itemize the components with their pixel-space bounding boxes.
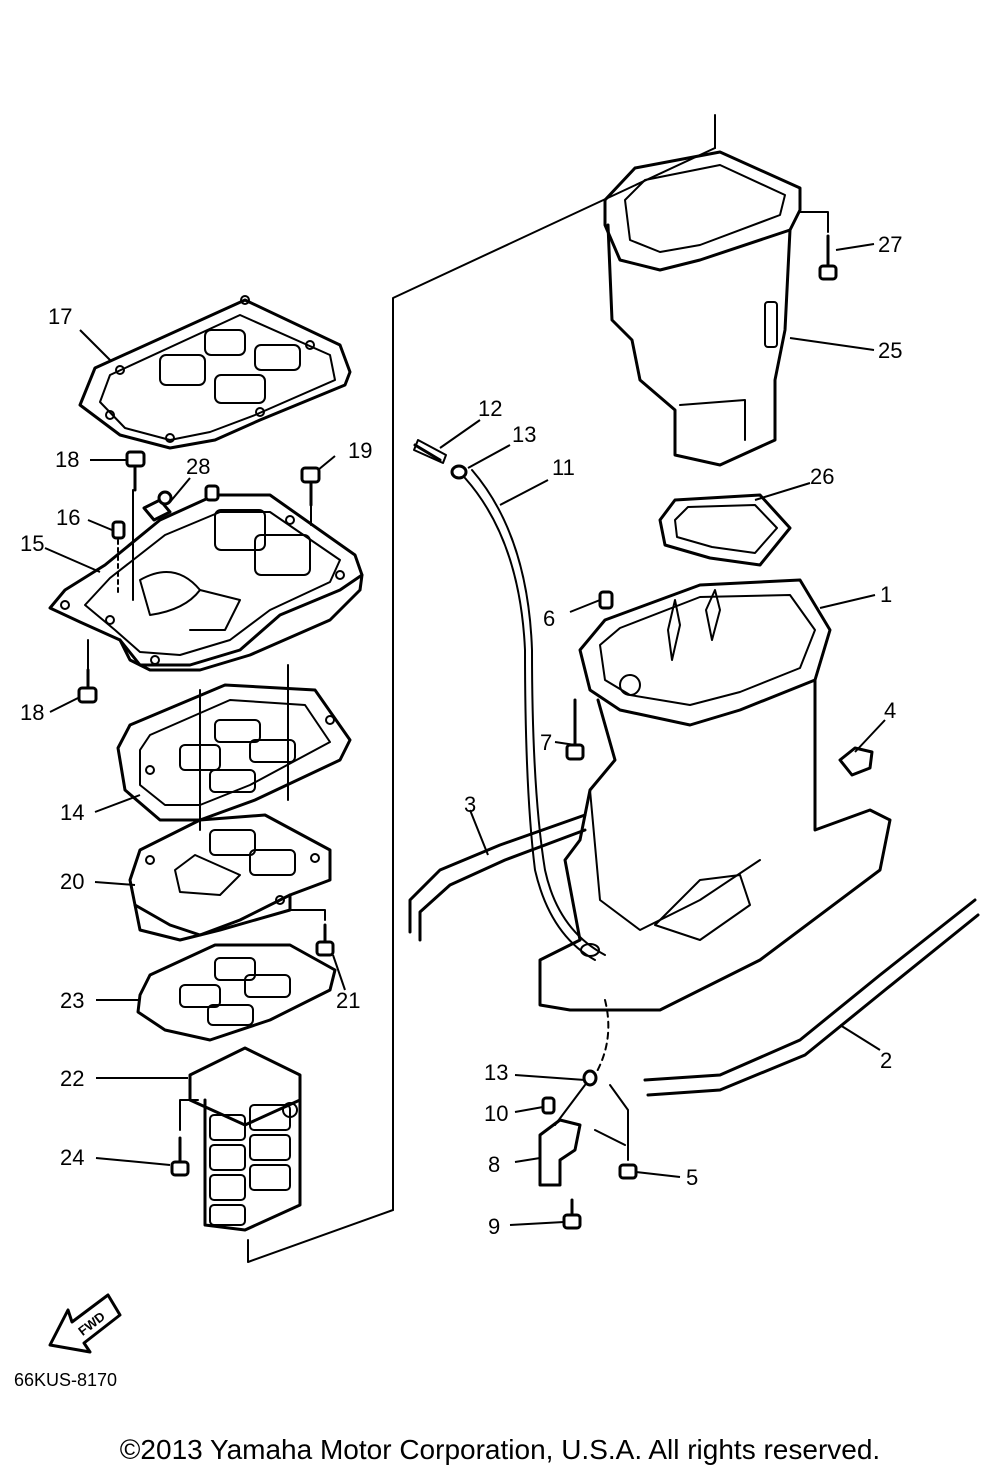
part-4-grommet bbox=[838, 746, 874, 777]
callout-26: 26 bbox=[810, 464, 834, 489]
callout-1: 1 bbox=[880, 582, 892, 607]
callout-9: 9 bbox=[488, 1214, 500, 1239]
part-13-clamp-lower bbox=[582, 1069, 598, 1087]
callout-13: 13 bbox=[484, 1060, 508, 1085]
part-12-fitting bbox=[413, 439, 447, 464]
part-27-bolt bbox=[799, 211, 838, 281]
part-22-muffler bbox=[188, 1046, 302, 1232]
part-6-dowel-pin bbox=[598, 590, 614, 610]
callout-18: 18 bbox=[20, 700, 44, 725]
callout-19: 19 bbox=[348, 438, 372, 463]
part-16-dowel-pin bbox=[111, 520, 126, 596]
callout-3: 3 bbox=[464, 792, 476, 817]
callout-7: 7 bbox=[540, 730, 552, 755]
callout-2: 2 bbox=[880, 1048, 892, 1073]
part-2-strip bbox=[643, 898, 980, 1097]
part-19-bolt bbox=[300, 466, 321, 526]
part-18-bolt-top bbox=[125, 450, 146, 601]
part-15-exhaust-guide bbox=[48, 493, 364, 672]
part-7-stud-bolt bbox=[565, 698, 585, 761]
part-5-bolt bbox=[594, 1084, 638, 1180]
callout-20: 20 bbox=[60, 869, 84, 894]
callout-18: 18 bbox=[55, 447, 79, 472]
part-21-bolt bbox=[289, 909, 335, 957]
callout-12: 12 bbox=[478, 396, 502, 421]
part-14-gasket bbox=[116, 664, 352, 831]
callout-14: 14 bbox=[60, 800, 84, 825]
callout-labels: 17 18 28 19 16 15 18 14 20 21 23 22 24 1… bbox=[20, 232, 902, 1239]
callout-15: 15 bbox=[20, 531, 44, 556]
part-11-hose bbox=[464, 469, 610, 1076]
leader-lines bbox=[44, 243, 886, 1226]
fwd-arrow-icon: FWD bbox=[48, 1293, 122, 1354]
part-26-seal bbox=[658, 493, 792, 567]
callout-5: 5 bbox=[686, 1165, 698, 1190]
part-24-bolt bbox=[170, 1099, 199, 1177]
callout-4: 4 bbox=[884, 698, 896, 723]
diagram-code: 66KUS-8170 bbox=[14, 1370, 118, 1390]
part-25-upper-casing bbox=[603, 150, 802, 467]
part-10-dowel bbox=[541, 1096, 556, 1115]
callout-11: 11 bbox=[552, 455, 575, 480]
part-28-fitting bbox=[142, 484, 220, 522]
part-9-bolt bbox=[562, 1198, 582, 1230]
part-13-clamp-upper bbox=[450, 464, 468, 480]
callout-28: 28 bbox=[186, 454, 210, 479]
part-18-bolt-bottom bbox=[77, 639, 98, 704]
callout-8: 8 bbox=[488, 1152, 500, 1177]
part-17-gasket bbox=[78, 295, 352, 450]
callout-17: 17 bbox=[48, 304, 72, 329]
part-20-plate bbox=[128, 813, 332, 942]
callout-6: 6 bbox=[543, 606, 555, 631]
callout-24: 24 bbox=[60, 1145, 84, 1170]
callout-22: 22 bbox=[60, 1066, 84, 1091]
part-23-gasket bbox=[136, 943, 337, 1042]
callout-21: 21 bbox=[336, 988, 360, 1013]
callout-16: 16 bbox=[56, 505, 80, 530]
part-1-lower-casing bbox=[538, 578, 892, 1012]
callout-10: 10 bbox=[484, 1101, 508, 1126]
callout-27: 27 bbox=[878, 232, 902, 257]
callout-25: 25 bbox=[878, 338, 902, 363]
part-8-holder bbox=[538, 1084, 586, 1187]
callout-23: 23 bbox=[60, 988, 84, 1013]
part-3-strip bbox=[408, 813, 587, 942]
callout-13: 13 bbox=[512, 422, 536, 447]
copyright-notice: ©2013 Yamaha Motor Corporation, U.S.A. A… bbox=[119, 1434, 881, 1465]
assembly-frame bbox=[247, 114, 716, 1263]
